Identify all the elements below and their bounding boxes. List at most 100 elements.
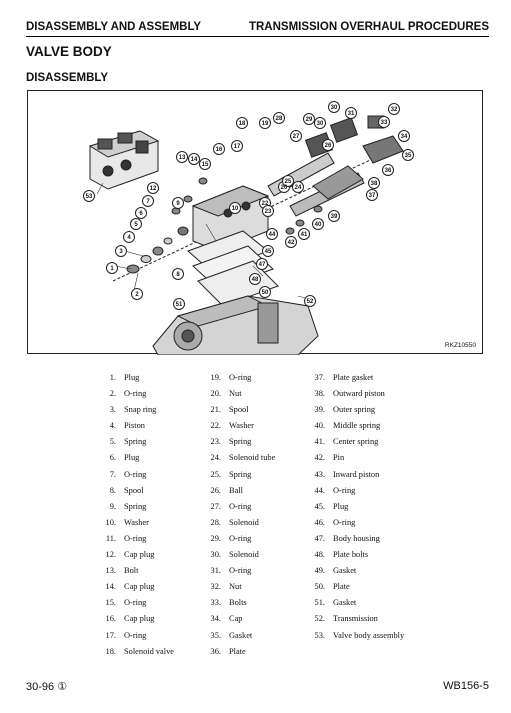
svg-text:31: 31: [348, 111, 355, 117]
list-item: 11.O-ring: [105, 533, 147, 543]
list-item: 46.O-ring: [314, 517, 356, 527]
svg-text:10: 10: [232, 206, 239, 212]
small-parts-drawing: [126, 177, 323, 274]
list-item: 21.Spool: [210, 405, 249, 415]
svg-text:9: 9: [176, 201, 180, 207]
svg-text:45: 45: [265, 249, 272, 255]
list-item: 18.Solenoid valve: [105, 646, 175, 656]
parts-list-column-2: 19.O-ring 20.Nut 21.Spool 22.Washer 23.S…: [203, 370, 276, 660]
svg-text:7: 7: [146, 199, 150, 205]
svg-text:48: 48: [252, 277, 259, 283]
list-item: 35.Gasket: [210, 630, 253, 640]
svg-text:36: 36: [385, 168, 392, 174]
svg-text:30: 30: [331, 105, 338, 111]
figure-code: RKZ10550: [444, 342, 476, 349]
svg-text:26: 26: [325, 143, 332, 149]
valve-body-assembly-drawing: [88, 130, 160, 190]
page-number: 30-96 ①: [26, 681, 68, 693]
list-item: 41.Center spring: [314, 437, 379, 447]
parts-list-column-3: 37.Plate gasket 38.Outward piston 39.Out…: [307, 370, 405, 644]
list-item: 5.Spring: [109, 437, 147, 447]
svg-text:24: 24: [295, 185, 302, 191]
list-item: 6.Plug: [109, 453, 140, 463]
header-rule: [26, 36, 489, 37]
list-item: 23.Spring: [210, 437, 252, 447]
svg-text:25: 25: [285, 179, 292, 185]
list-item: 9.Spring: [109, 501, 147, 511]
solenoid-tube-drawing: [267, 152, 365, 217]
list-item: 33.Bolts: [210, 598, 247, 608]
exploded-view-figure: 1 2 3 4 5 6 7 8 9 12 13 14 15 16 17 18 1…: [27, 90, 483, 355]
list-item: 37.Plate gasket: [314, 373, 374, 382]
list-item: 10.Washer: [105, 517, 149, 527]
list-item: 20.Nut: [210, 389, 242, 399]
list-item: 53.Valve body assembly: [314, 630, 405, 640]
list-item: 13.Bolt: [105, 566, 139, 576]
list-item: 50.Plate: [314, 582, 350, 592]
list-item: 49.Gasket: [314, 566, 357, 576]
svg-text:27: 27: [293, 134, 300, 140]
svg-text:20: 20: [281, 185, 288, 191]
page-title: VALVE BODY: [26, 44, 112, 59]
list-item: 15.O-ring: [105, 598, 147, 608]
list-item: 25.Spring: [210, 469, 252, 479]
list-item: 28.Solenoid: [210, 517, 259, 527]
svg-text:14: 14: [191, 157, 198, 163]
svg-text:34: 34: [401, 134, 408, 140]
svg-text:32: 32: [391, 107, 398, 113]
exploded-view-drawing: 1 2 3 4 5 6 7 8 9 12 13 14 15 16 17 18 1…: [83, 101, 414, 355]
list-item: 19.O-ring: [210, 373, 252, 382]
plates-drawing: [187, 230, 279, 307]
svg-text:35: 35: [405, 153, 412, 159]
svg-text:16: 16: [216, 147, 223, 153]
svg-text:17: 17: [234, 144, 241, 150]
svg-text:52: 52: [307, 299, 314, 305]
list-item: 16.Cap plug: [105, 614, 155, 624]
svg-text:30: 30: [317, 121, 324, 127]
list-item: 47.Body housing: [314, 533, 380, 543]
svg-text:33: 33: [381, 120, 388, 126]
list-item: 4.Piston: [109, 421, 145, 431]
list-item: 52.Transmission: [314, 614, 378, 624]
svg-text:18: 18: [239, 121, 246, 127]
list-item: 3.Snap ring: [109, 405, 157, 415]
list-item: 17.O-ring: [105, 630, 147, 640]
header-chapter-title: TRANSMISSION OVERHAUL PROCEDURES: [248, 21, 489, 33]
svg-text:5: 5: [134, 222, 138, 228]
list-item: 31.O-ring: [210, 566, 252, 576]
list-item: 26.Ball: [210, 485, 243, 495]
section-subtitle: DISASSEMBLY: [26, 72, 109, 84]
list-item: 27.O-ring: [210, 501, 252, 511]
svg-text:44: 44: [269, 232, 276, 238]
list-item: 42.Pin: [314, 453, 345, 463]
svg-text:53: 53: [86, 194, 93, 200]
list-item: 32.Nut: [210, 582, 242, 592]
list-item: 45.Plug: [314, 501, 349, 511]
svg-text:50: 50: [262, 290, 269, 296]
svg-text:47: 47: [259, 262, 266, 268]
svg-text:8: 8: [176, 272, 180, 278]
list-item: 36.Plate: [210, 646, 246, 656]
svg-text:3: 3: [119, 249, 123, 255]
svg-text:15: 15: [202, 162, 209, 168]
list-item: 44.O-ring: [314, 485, 356, 495]
callout-labels: 1 2 3 4 5 6 7 8 9 12 13 14 15 16 17 18 1…: [83, 101, 414, 310]
svg-text:38: 38: [371, 181, 378, 187]
list-item: 29.O-ring: [210, 533, 252, 543]
parts-list-column-1: 1.Plug 2.O-ring 3.Snap ring 4.Piston 5.S…: [98, 370, 174, 660]
list-item: 12.Cap plug: [105, 550, 155, 560]
list-item: 7.O-ring: [109, 469, 147, 479]
list-item: 39.Outer spring: [314, 405, 376, 415]
header-section-title: DISASSEMBLY AND ASSEMBLY: [26, 21, 202, 33]
body-housing-drawing: [191, 185, 270, 252]
svg-text:1: 1: [110, 266, 114, 272]
list-item: 8.Spool: [109, 485, 144, 495]
list-item: 30.Solenoid: [210, 550, 259, 560]
svg-text:37: 37: [369, 193, 376, 199]
svg-text:2: 2: [135, 292, 139, 298]
list-item: 38.Outward piston: [314, 389, 385, 399]
list-item: 40.Middle spring: [314, 421, 381, 431]
list-item: 22.Washer: [210, 421, 254, 431]
svg-text:29: 29: [306, 117, 313, 123]
svg-text:51: 51: [176, 302, 183, 308]
